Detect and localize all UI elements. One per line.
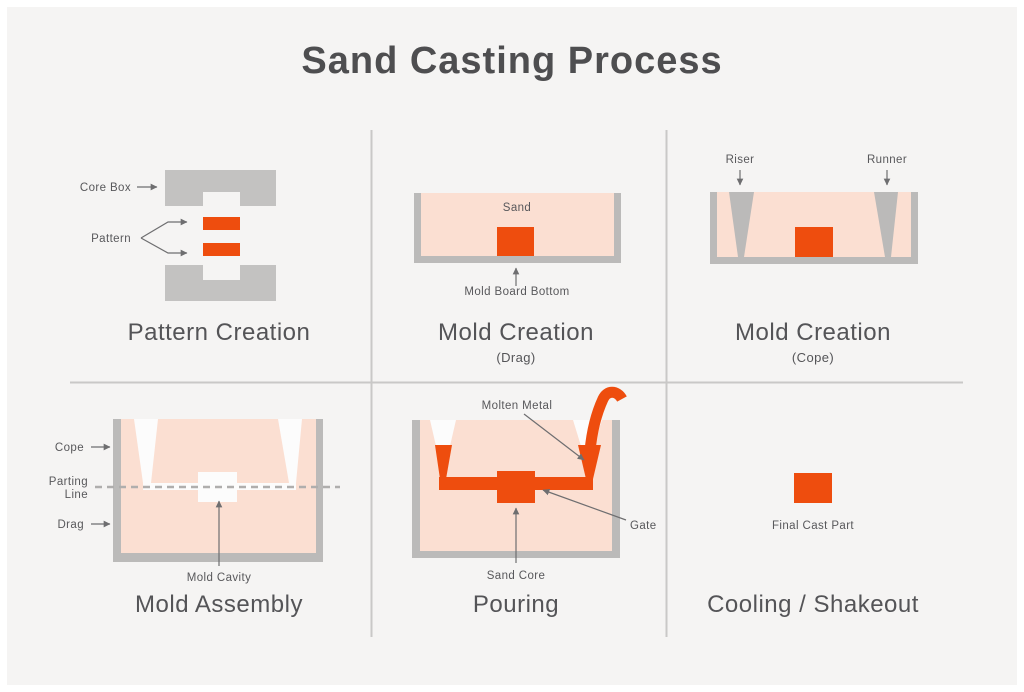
sand-label: Sand bbox=[503, 202, 531, 214]
drag-label: Drag bbox=[57, 519, 84, 531]
cope-label: Cope bbox=[55, 442, 84, 454]
final-cast-part bbox=[794, 473, 832, 503]
casting-with-sand-core bbox=[497, 471, 535, 503]
pattern-plate-bottom bbox=[203, 243, 240, 256]
gate-label: Gate bbox=[630, 520, 657, 532]
metal-in-right-sprue bbox=[578, 445, 601, 479]
mold-board-bottom-label: Mold Board Bottom bbox=[464, 286, 569, 298]
panel-mold-creation-drag: Sand Mold Board Bottom bbox=[414, 193, 621, 298]
panel-title-mold-creation-cope: Mold Creation bbox=[735, 319, 891, 346]
panel-pattern-creation: Core Box Pattern bbox=[80, 170, 276, 301]
pattern-label: Pattern bbox=[91, 233, 131, 245]
assembly-sprue-left bbox=[134, 419, 158, 483]
panel-mold-assembly: Cope Parting Line Drag Mold Cavity bbox=[49, 419, 340, 584]
panel-pouring: Molten Metal Gate Sand Core bbox=[412, 386, 657, 582]
pattern-arrow-bottom bbox=[140, 237, 188, 257]
riser-label: Riser bbox=[726, 154, 755, 166]
riser-channel bbox=[729, 192, 754, 257]
core-box-label: Core Box bbox=[80, 182, 131, 194]
molten-metal-stream bbox=[584, 386, 627, 452]
runner-label: Runner bbox=[867, 154, 907, 166]
panel-mold-creation-cope: Riser Runner bbox=[710, 154, 918, 264]
panel-title-cooling-shakeout: Cooling / Shakeout bbox=[707, 591, 919, 618]
molten-metal-label: Molten Metal bbox=[482, 400, 553, 412]
core-box-bottom-half bbox=[165, 265, 276, 301]
runner-channel bbox=[874, 192, 898, 257]
pouring-sprue-left-opening bbox=[430, 420, 456, 446]
gate-arrow bbox=[542, 489, 627, 521]
panel-title-pouring: Pouring bbox=[472, 591, 560, 618]
page-title: Sand Casting Process bbox=[301, 40, 723, 82]
panel-cooling-shakeout: Final Cast Part bbox=[772, 473, 854, 532]
panel-subtitle-drag: (Drag) bbox=[496, 350, 536, 365]
pattern-plate-top bbox=[203, 217, 240, 230]
sand-core-label: Sand Core bbox=[487, 570, 546, 582]
molten-metal-arrow bbox=[523, 413, 585, 461]
panel-subtitle-cope: (Cope) bbox=[791, 350, 835, 365]
cope-pattern-block bbox=[795, 227, 833, 257]
parting-line-label-2: Line bbox=[65, 489, 88, 501]
assembly-sprue-right bbox=[278, 419, 302, 483]
final-cast-part-label: Final Cast Part bbox=[772, 520, 854, 532]
core-box-top-half bbox=[165, 170, 276, 206]
panel-title-mold-assembly: Mold Assembly bbox=[135, 591, 303, 618]
mold-cavity-label: Mold Cavity bbox=[187, 572, 251, 584]
panel-title-pattern-creation: Pattern Creation bbox=[127, 319, 311, 346]
panel-title-mold-creation-drag: Mold Creation bbox=[438, 319, 594, 346]
drag-pattern-block bbox=[497, 227, 534, 256]
parting-line-label-1: Parting bbox=[49, 476, 88, 488]
pattern-arrow-top bbox=[140, 218, 188, 239]
metal-in-left-sprue bbox=[435, 445, 452, 479]
